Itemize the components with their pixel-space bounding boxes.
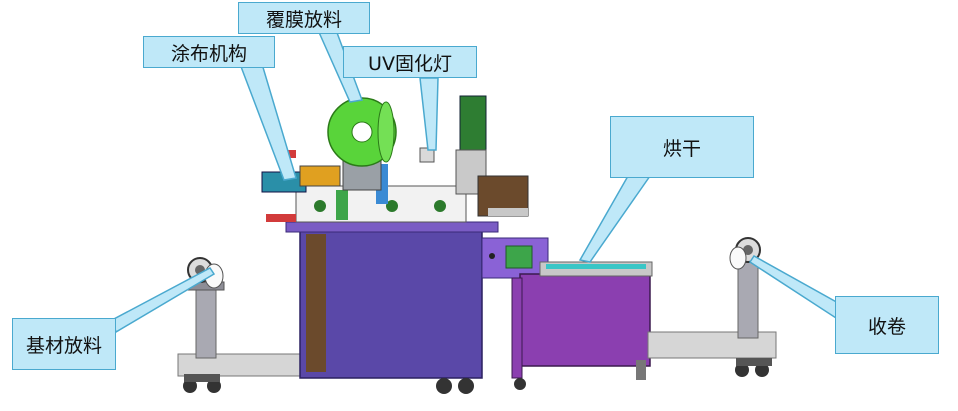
coating-head-assembly <box>261 150 467 223</box>
uv-lamp-assembly <box>419 95 529 217</box>
label-coating-mechanism: 涂布机构 <box>143 36 275 68</box>
label-film-unwind: 覆膜放料 <box>238 2 370 34</box>
main-cabinet <box>285 221 499 394</box>
label-drying: 烘干 <box>610 116 754 178</box>
film-roll <box>327 97 397 191</box>
label-substrate-unwind: 基材放料 <box>12 318 116 370</box>
dryer-unit <box>511 261 653 390</box>
label-uv-curing-lamp: UV固化灯 <box>343 46 477 78</box>
right-rewind-stand <box>647 237 777 377</box>
label-rewind: 收卷 <box>835 296 939 354</box>
control-box <box>481 237 549 279</box>
left-unwind-stand <box>177 257 329 393</box>
